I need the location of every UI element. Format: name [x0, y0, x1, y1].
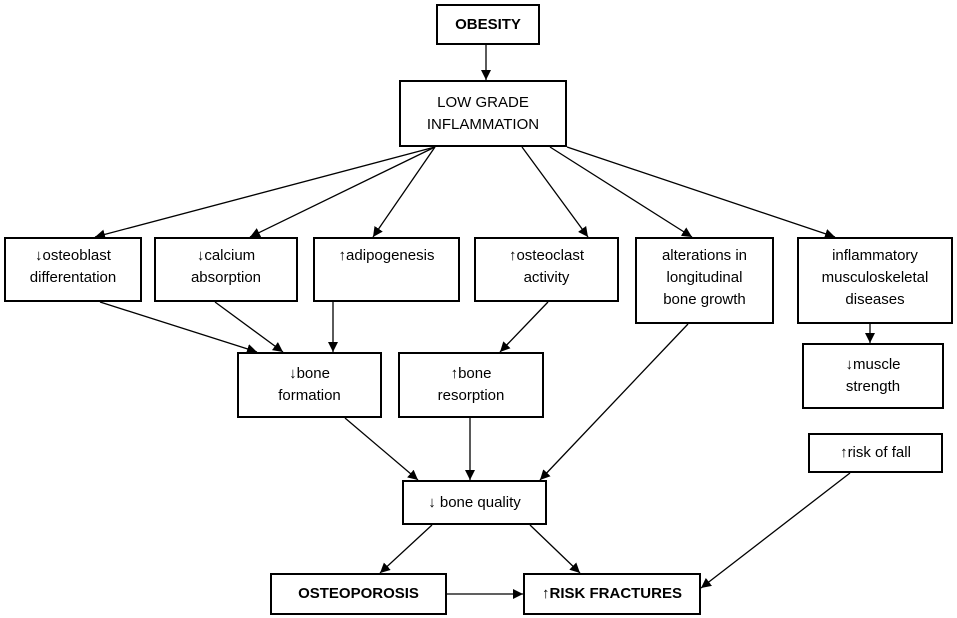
- arrow-risk_fall-to-risk_fractures: [700, 472, 851, 589]
- node-label-line: activity: [523, 269, 570, 286]
- arrow-calcium-to-bone_formation: [214, 301, 284, 353]
- node-label-line: musculoskeletal: [821, 269, 929, 286]
- node-label-line: bone growth: [663, 291, 746, 308]
- node-label-line: longitudinal: [666, 269, 743, 286]
- node-label-line: differentation: [29, 269, 117, 286]
- node-label-line: resorption: [437, 387, 505, 404]
- node-risk-fractures: ↑RISK FRACTURES: [523, 573, 701, 615]
- node-label-line: formation: [278, 387, 341, 404]
- arrow-osteoclast-to-bone_resorption: [499, 301, 549, 353]
- arrow-bone_quality-to-risk_fractures: [529, 524, 581, 574]
- arrow-inflammation-to-osteoclast: [521, 146, 589, 238]
- node-label-line: ↑osteoclast: [508, 247, 585, 264]
- node-musculoskeletal: inflammatory musculoskeletal diseases: [797, 237, 953, 324]
- node-label-line: diseases: [845, 291, 905, 308]
- node-osteoblast: ↓osteoblast differentation: [4, 237, 142, 302]
- node-muscle-strength: ↓muscle strength: [802, 343, 944, 409]
- arrow-bone_formation-to-bone_quality: [344, 417, 419, 481]
- node-label-line: ↓calcium: [196, 247, 256, 264]
- node-obesity: OBESITY: [436, 4, 540, 45]
- node-bone-resorption: ↑bone resorption: [398, 352, 544, 418]
- node-label-line: absorption: [190, 269, 262, 286]
- arrow-inflammation-to-adipogenesis: [372, 146, 436, 238]
- node-label-line: alterations in: [661, 247, 748, 264]
- arrow-bone_quality-to-osteoporosis: [379, 524, 433, 574]
- node-label-line: ↑adipogenesis: [338, 247, 435, 264]
- node-label-line: ↓osteoblast: [35, 247, 111, 264]
- node-label-line: LOW GRADE: [437, 93, 529, 111]
- node-label-line: INFLAMMATION: [426, 115, 540, 133]
- node-risk-of-fall: ↑risk of fall: [808, 433, 943, 473]
- node-adipogenesis: ↑adipogenesis: [313, 237, 460, 302]
- node-label-line: OSTEOPOROSIS: [298, 585, 419, 602]
- arrow-osteoblast-to-bone_formation: [99, 301, 258, 354]
- node-label-line: OBESITY: [455, 15, 521, 33]
- node-label-line: inflammatory: [832, 247, 918, 264]
- arrow-inflammation-to-musculoskeletal: [566, 146, 836, 239]
- node-label-line: ↓bone: [289, 365, 330, 382]
- node-label-line: ↓ bone quality: [428, 493, 521, 511]
- node-label-line: ↑RISK FRACTURES: [541, 585, 682, 602]
- node-label-line: ↓muscle: [845, 356, 901, 373]
- node-bone-formation: ↓bone formation: [237, 352, 382, 418]
- node-longitudinal: alterations in longitudinal bone growth: [635, 237, 774, 324]
- node-label-line: strength: [845, 378, 901, 395]
- node-osteoclast: ↑osteoclast activity: [474, 237, 619, 302]
- node-bone-quality: ↓ bone quality: [402, 480, 547, 525]
- node-osteoporosis: OSTEOPOROSIS: [270, 573, 447, 615]
- arrow-longitudinal-to-bone_quality: [539, 323, 689, 481]
- arrow-inflammation-to-longitudinal: [549, 146, 693, 238]
- node-calcium: ↓calcium absorption: [154, 237, 298, 302]
- arrow-inflammation-to-calcium: [249, 146, 436, 238]
- node-inflammation: LOW GRADE INFLAMMATION: [399, 80, 567, 147]
- node-label-line: ↑bone: [450, 365, 492, 382]
- node-label-line: ↑risk of fall: [840, 444, 911, 461]
- arrow-inflammation-to-osteoblast: [94, 146, 436, 240]
